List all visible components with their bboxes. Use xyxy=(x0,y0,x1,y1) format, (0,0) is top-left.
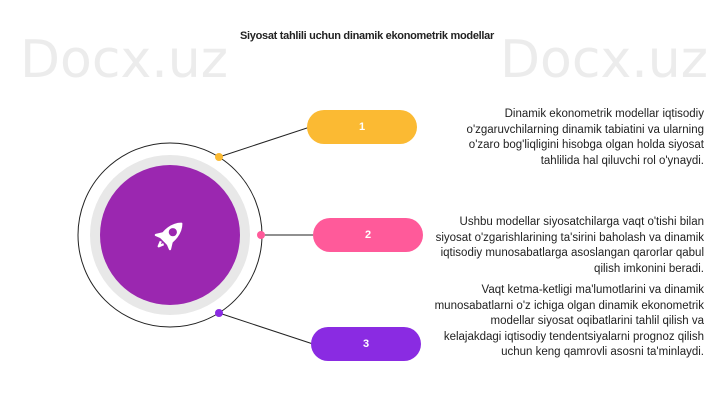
page-title: Siyosat tahlili uchun dinamik ekonometri… xyxy=(240,30,494,42)
step-number: 1 xyxy=(358,121,366,133)
dot-2 xyxy=(257,231,265,239)
step-number: 3 xyxy=(362,338,370,350)
step-1-text: Dinamik ekonometrik modellar iqtisodiy o… xyxy=(466,108,704,167)
connector-1 xyxy=(218,126,311,158)
rocket-icon xyxy=(154,222,183,251)
connector-3 xyxy=(218,312,314,345)
step-1-badge: 1 xyxy=(307,110,417,144)
watermark: Docx.uz xyxy=(20,30,228,90)
step-2-text: Ushbu modellar siyosatchilarga vaqt o'ti… xyxy=(435,216,704,275)
dot-3 xyxy=(215,309,223,317)
step-2-badge: 2 xyxy=(313,218,423,252)
step-3-badge: 3 xyxy=(311,327,421,361)
step-number: 2 xyxy=(364,229,372,241)
step-3-text: Vaqt ketma-ketligi ma'lumotlarini va din… xyxy=(434,284,704,358)
watermark: Docx.uz xyxy=(500,30,708,90)
dot-1 xyxy=(215,153,223,161)
